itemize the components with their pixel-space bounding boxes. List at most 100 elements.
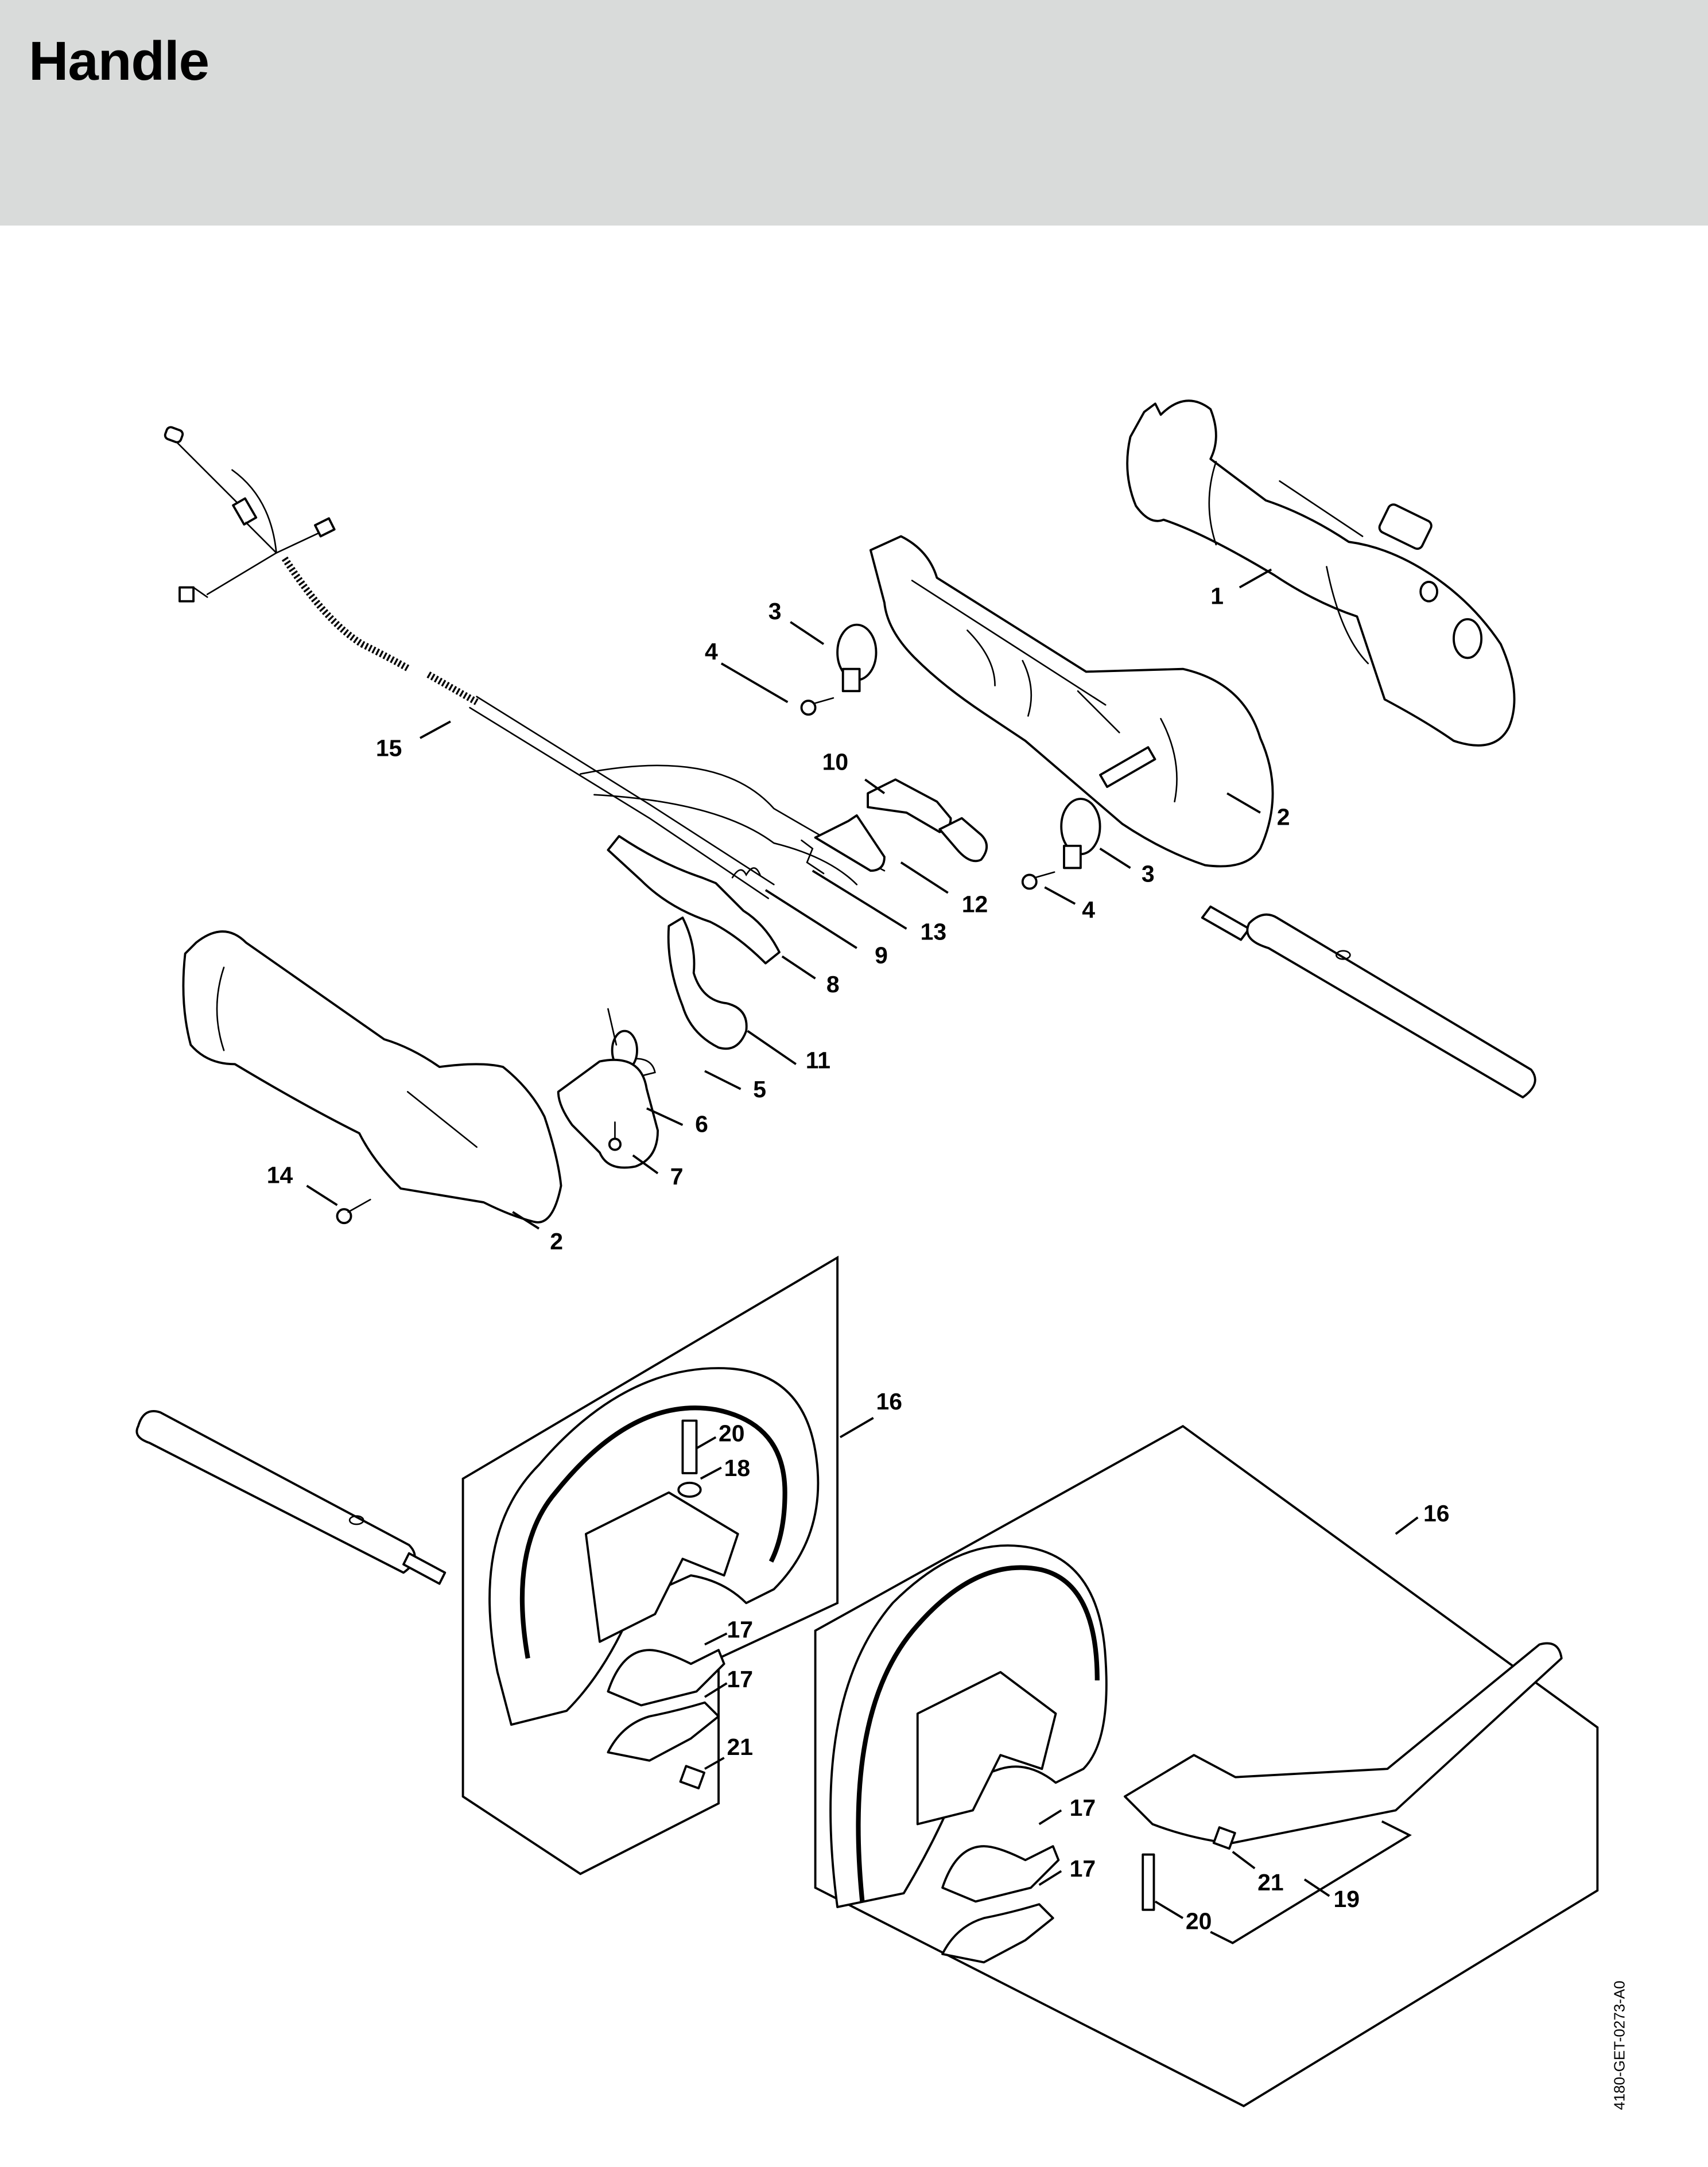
callout-2b[interactable]: 2 [550, 1228, 563, 1255]
leader-15 [420, 720, 451, 739]
clamp-tab [841, 667, 861, 693]
cable-wires [192, 469, 321, 598]
leader-2a [1226, 792, 1261, 814]
leader-14 [306, 1185, 338, 1206]
leader-20b [1154, 1900, 1184, 1919]
callout-18[interactable]: 18 [724, 1455, 751, 1481]
callout-19[interactable]: 19 [1333, 1886, 1360, 1912]
callout-17b[interactable]: 17 [727, 1666, 753, 1692]
tube-shaft-end [1201, 905, 1251, 941]
lower-handle-shell-lines [216, 966, 478, 1148]
leader-lines [306, 568, 1419, 1919]
leader-9 [764, 889, 857, 949]
callout-1[interactable]: 1 [1210, 583, 1224, 609]
handle-screw-hole [1419, 581, 1439, 603]
loop-handle-left-grip [519, 1405, 787, 1659]
square-nut-21b [1212, 1826, 1236, 1850]
callout-21b[interactable]: 21 [1257, 1869, 1284, 1896]
barrier-bar-part [1123, 1642, 1563, 1845]
callout-8[interactable]: 8 [826, 971, 840, 997]
screw-shank [347, 1198, 371, 1213]
callout-6[interactable]: 6 [695, 1110, 708, 1137]
callout-21a[interactable]: 21 [727, 1734, 753, 1760]
washer-18 [677, 1481, 702, 1498]
callout-5[interactable]: 5 [753, 1076, 766, 1102]
screw-7-part [608, 1121, 622, 1151]
lower-handle-shell-part [182, 930, 562, 1224]
callout-3a[interactable]: 3 [768, 598, 782, 624]
callout-labels: 1 2 2 3 3 4 4 5 6 7 8 9 10 11 12 13 14 1… [267, 583, 1450, 1935]
callout-7[interactable]: 7 [670, 1163, 684, 1190]
spring-9 [731, 867, 761, 879]
loop-handle-right-block [916, 1671, 1057, 1826]
cable-spiral-sleeve-upper [281, 556, 411, 672]
tube-body [1246, 913, 1536, 1099]
loop-handle-right-grip [856, 1565, 1100, 1902]
leader-4b [1044, 886, 1076, 905]
housing-shell-ribs [911, 580, 1178, 803]
callout-14[interactable]: 14 [267, 1162, 293, 1188]
contact-spring-13 [801, 839, 825, 875]
leader-4a [720, 662, 789, 704]
callout-16a[interactable]: 16 [876, 1388, 903, 1415]
clamp-lower-part [1021, 798, 1101, 890]
callout-4b[interactable]: 4 [1082, 896, 1095, 923]
screw-shank [813, 697, 834, 705]
leader-19 [1303, 1878, 1330, 1897]
housing-shell-part [869, 535, 1274, 868]
leader-11 [747, 1030, 797, 1065]
callout-17c[interactable]: 17 [1070, 1795, 1096, 1821]
loop-handle-left-block [584, 1491, 739, 1643]
leader-17c [1038, 1809, 1062, 1826]
callout-17a[interactable]: 17 [727, 1617, 753, 1643]
contact-spring-12 [814, 814, 886, 872]
callout-15[interactable]: 15 [376, 735, 402, 761]
torsion-spring-legs [607, 1008, 656, 1076]
callout-3b[interactable]: 3 [1142, 860, 1155, 887]
handle-switch-badge [1378, 503, 1433, 550]
cable-sleeve [232, 497, 258, 526]
leader-5 [704, 1070, 742, 1090]
screw-14-part [336, 1198, 371, 1225]
clamp-half-17b [607, 1701, 720, 1762]
clamp-half-17c [941, 1845, 1060, 1903]
leader-10 [864, 778, 886, 794]
callout-4a[interactable]: 4 [705, 638, 718, 665]
callout-11[interactable]: 11 [806, 1047, 830, 1074]
leader-16b [1395, 1516, 1419, 1535]
handle-assembly-lines [1208, 461, 1369, 665]
page-title: Handle [29, 30, 209, 92]
screw-head [336, 1208, 352, 1225]
interlock-lever-part [667, 916, 748, 1050]
callout-17d[interactable]: 17 [1070, 1855, 1096, 1882]
leader-3a [790, 621, 825, 645]
leader-13 [812, 869, 907, 930]
leader-20a [696, 1436, 717, 1450]
callout-9[interactable]: 9 [875, 942, 888, 969]
kit-frame-right [814, 1424, 1599, 2107]
leader-18 [700, 1466, 722, 1480]
square-nut-21a [679, 1765, 705, 1789]
leader-6 [646, 1107, 684, 1126]
tube-body [135, 1410, 416, 1574]
cable-end-nipple [164, 426, 184, 444]
callout-12[interactable]: 12 [962, 891, 988, 917]
callout-10[interactable]: 10 [822, 748, 849, 775]
leader-1 [1239, 568, 1272, 589]
trigger-housing-part [557, 1058, 659, 1169]
callout-20b[interactable]: 20 [1186, 1908, 1212, 1935]
screw-shank [1034, 871, 1055, 879]
clamp-tab [1063, 844, 1082, 869]
cable-connector [314, 517, 336, 538]
kit-frame-left [461, 1256, 839, 1875]
callout-16b[interactable]: 16 [1423, 1500, 1450, 1527]
leader-21a [704, 1757, 725, 1770]
screw-head [800, 700, 817, 716]
clamp-half-17a [607, 1649, 725, 1707]
leader-3b [1099, 848, 1131, 869]
barrier-bar-bracket [1210, 1820, 1412, 1944]
callout-13[interactable]: 13 [921, 919, 947, 945]
callout-20a[interactable]: 20 [719, 1420, 745, 1447]
callout-2a[interactable]: 2 [1277, 804, 1290, 830]
